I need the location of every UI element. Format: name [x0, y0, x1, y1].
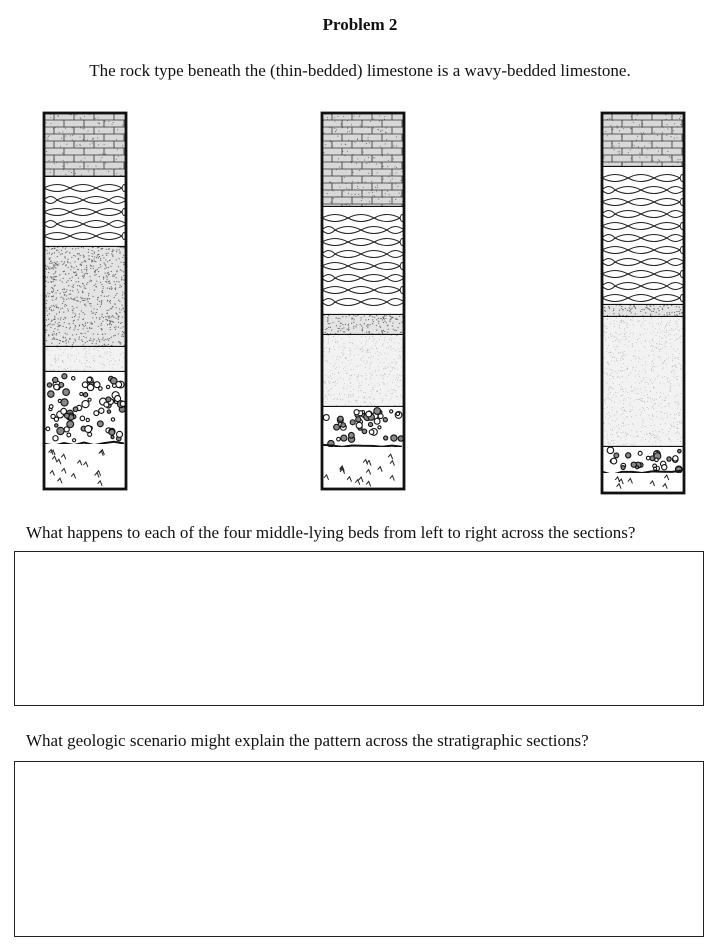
bed-thin-limestone	[602, 113, 684, 167]
bed-thin-limestone	[44, 113, 126, 177]
bed-siltstone	[602, 317, 684, 447]
bed-conglomerate	[602, 447, 684, 473]
bed-sandstone	[322, 315, 404, 335]
intro-text: The rock type beneath the (thin-bedded) …	[89, 61, 631, 80]
bed-conglomerate	[322, 407, 404, 447]
bed-igneous	[322, 447, 404, 489]
bed-igneous	[602, 473, 684, 493]
bed-conglomerate	[44, 372, 126, 444]
stratigraphic-column-middle	[320, 111, 406, 491]
page-title: Problem 2	[322, 15, 398, 34]
answer-box-1[interactable]	[14, 551, 704, 706]
bed-siltstone	[44, 347, 126, 372]
question-1: What happens to each of the four middle-…	[26, 523, 636, 542]
bed-siltstone	[322, 335, 404, 407]
column-outline	[320, 111, 406, 491]
bed-wavy-limestone	[44, 177, 126, 247]
column-outline	[600, 111, 686, 495]
bed-wavy-limestone	[322, 207, 404, 315]
bed-thin-limestone	[322, 113, 404, 207]
column-outline	[42, 111, 128, 491]
stratigraphic-column-right	[600, 111, 686, 495]
bed-wavy-limestone	[602, 167, 684, 305]
question-2: What geologic scenario might explain the…	[26, 731, 589, 750]
bed-sandstone	[602, 305, 684, 317]
answer-box-2[interactable]	[14, 761, 704, 937]
bed-contact	[321, 443, 403, 448]
bed-sandstone	[44, 247, 126, 347]
stratigraphic-column-left	[42, 111, 128, 491]
bed-igneous	[44, 444, 126, 489]
